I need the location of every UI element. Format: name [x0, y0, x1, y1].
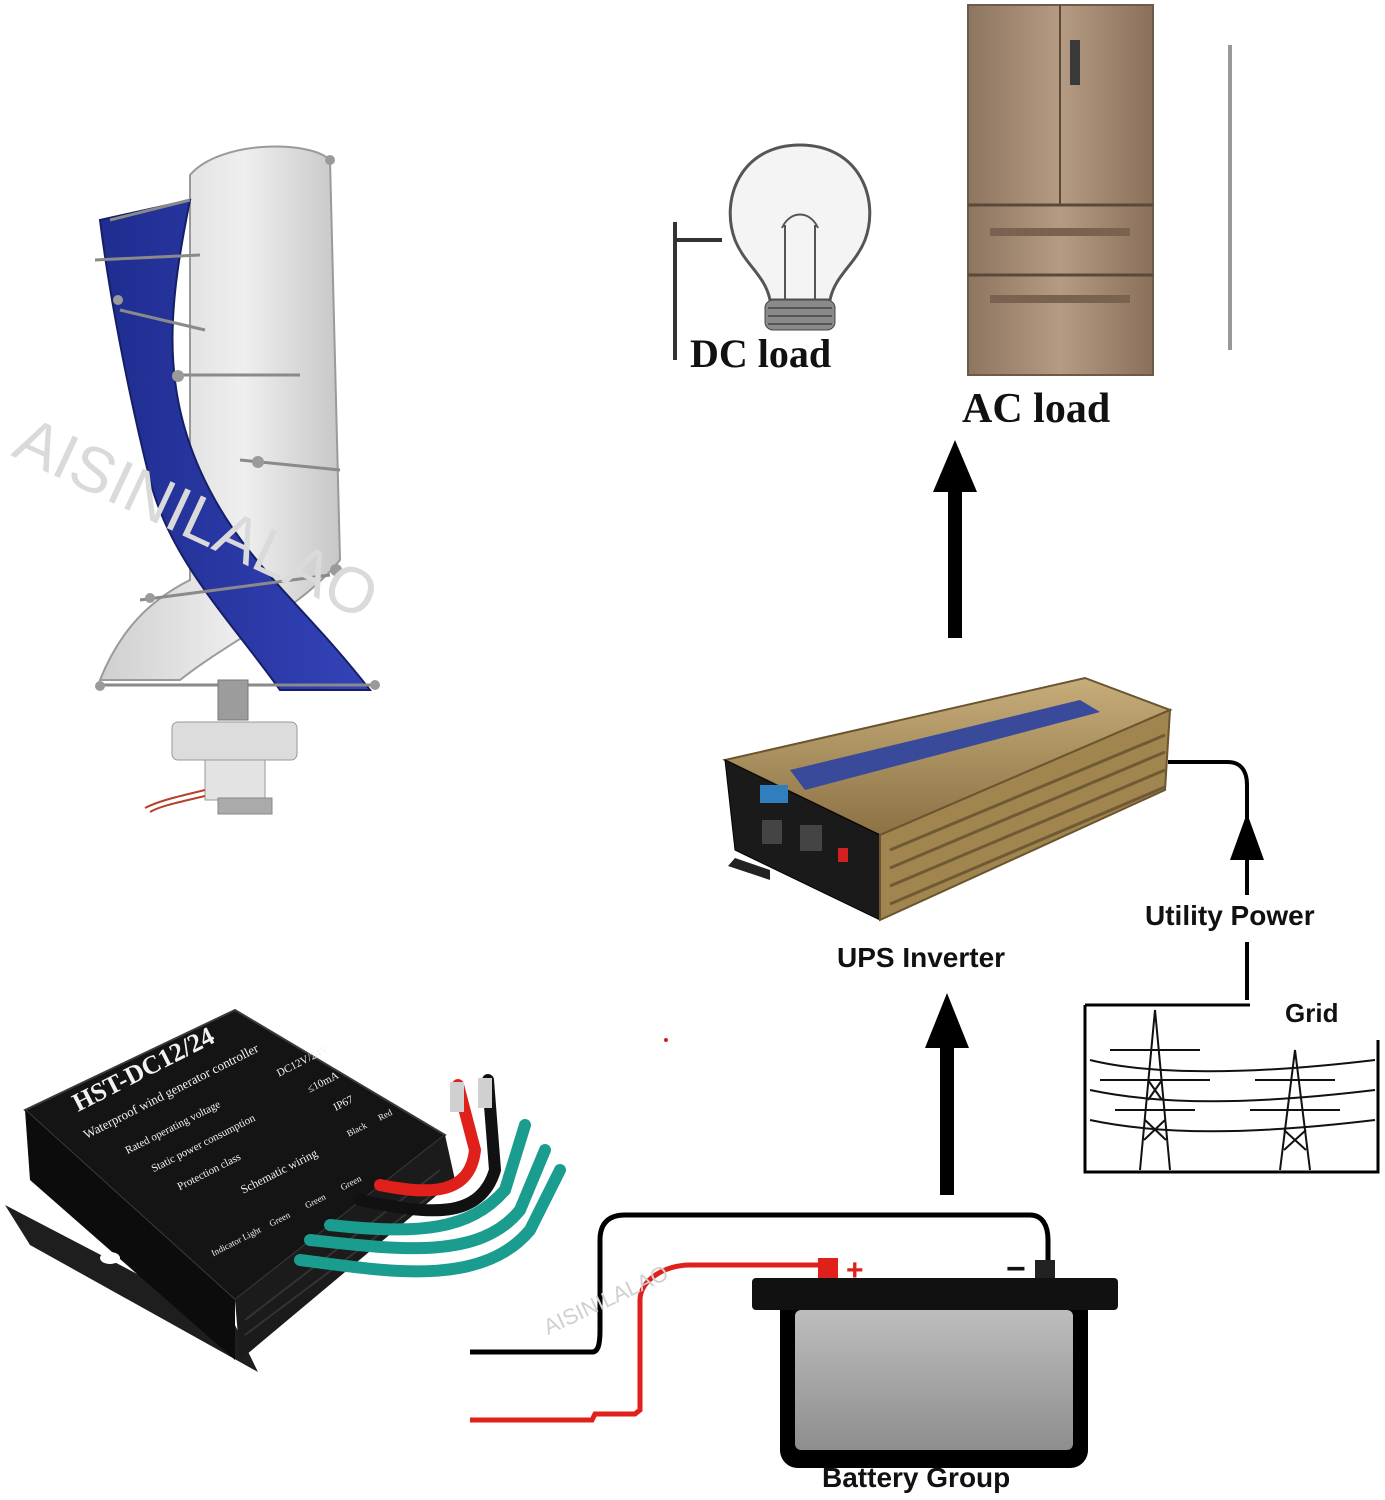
arrow-up-to-inverter-icon: [925, 993, 969, 1195]
ac-load-label: AC load: [962, 386, 1111, 432]
refrigerator-icon: [967, 4, 1232, 376]
bottom-watermark: AISINILALAO: [540, 1260, 672, 1340]
battery-group-label: Battery Group: [822, 1462, 1011, 1493]
arrow-up-to-load-icon: [933, 440, 977, 638]
grid-label: Grid: [1285, 998, 1339, 1028]
power-grid-pylons-icon: [1083, 1003, 1380, 1174]
ups-inverter-device: [721, 676, 1173, 922]
battery-minus-sign: −: [1006, 1250, 1026, 1288]
ups-inverter-label: UPS Inverter: [837, 942, 1006, 973]
battery-wires: [470, 1212, 1051, 1423]
light-bulb-icon: [673, 143, 872, 360]
vertical-wind-turbine: [94, 145, 380, 815]
utility-power-label: Utility Power: [1145, 900, 1315, 931]
battery-plus-sign: +: [846, 1254, 864, 1287]
battery-icon: [752, 1258, 1118, 1468]
controller-wires: [294, 1074, 566, 1278]
dc-load-label: DC load: [690, 331, 832, 376]
utility-power-line: [1168, 760, 1264, 1000]
